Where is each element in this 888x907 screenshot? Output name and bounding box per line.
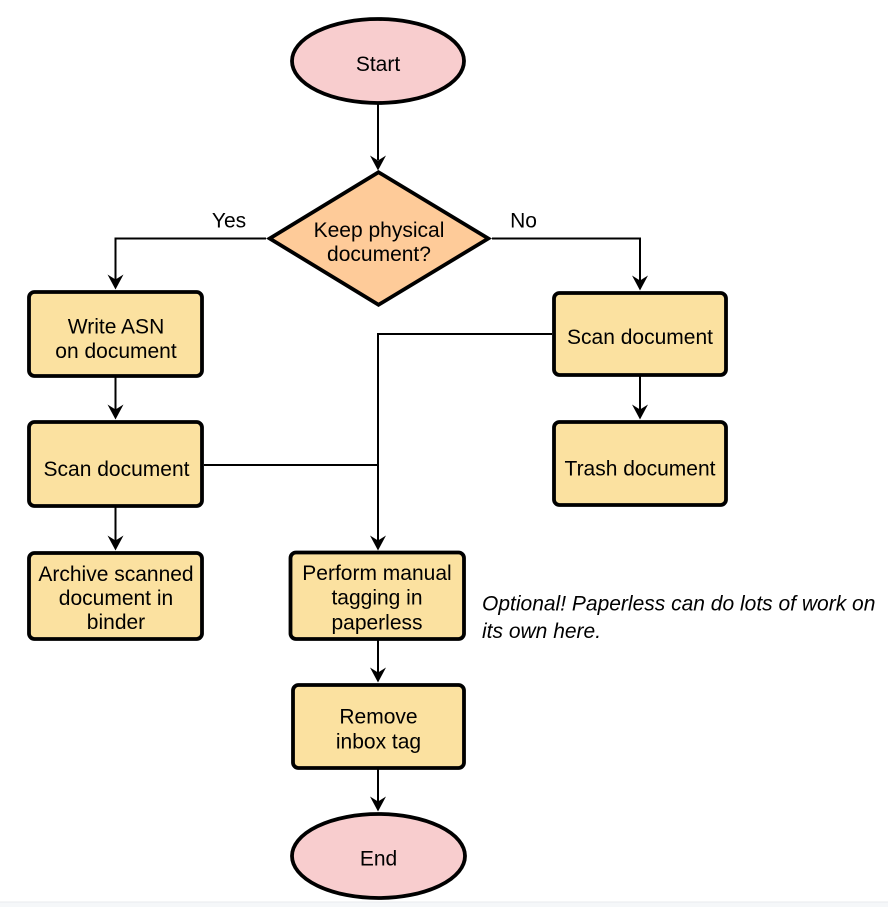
svg-text:document in: document in	[59, 587, 173, 610]
svg-text:Perform manual: Perform manual	[302, 562, 451, 585]
svg-text:No: No	[510, 210, 537, 233]
svg-text:Archive scanned: Archive scanned	[38, 563, 193, 586]
svg-text:its own here.: its own here.	[482, 620, 601, 643]
svg-text:Remove: Remove	[339, 706, 417, 729]
svg-text:document?: document?	[327, 243, 431, 266]
svg-text:tagging in: tagging in	[331, 587, 422, 610]
svg-text:End: End	[360, 847, 397, 870]
svg-text:Yes: Yes	[212, 210, 246, 233]
svg-text:inbox tag: inbox tag	[336, 730, 421, 753]
svg-text:Keep physical: Keep physical	[314, 219, 445, 242]
svg-text:binder: binder	[87, 611, 145, 634]
svg-text:Trash document: Trash document	[565, 458, 716, 481]
svg-text:paperless: paperless	[331, 611, 422, 634]
svg-text:Optional! Paperless can do lot: Optional! Paperless can do lots of work …	[482, 593, 875, 616]
svg-text:Write ASN: Write ASN	[68, 315, 164, 338]
svg-text:Scan document: Scan document	[567, 326, 713, 349]
svg-text:Start: Start	[356, 53, 401, 76]
svg-text:Scan document: Scan document	[44, 458, 190, 481]
svg-text:on document: on document	[55, 340, 177, 363]
